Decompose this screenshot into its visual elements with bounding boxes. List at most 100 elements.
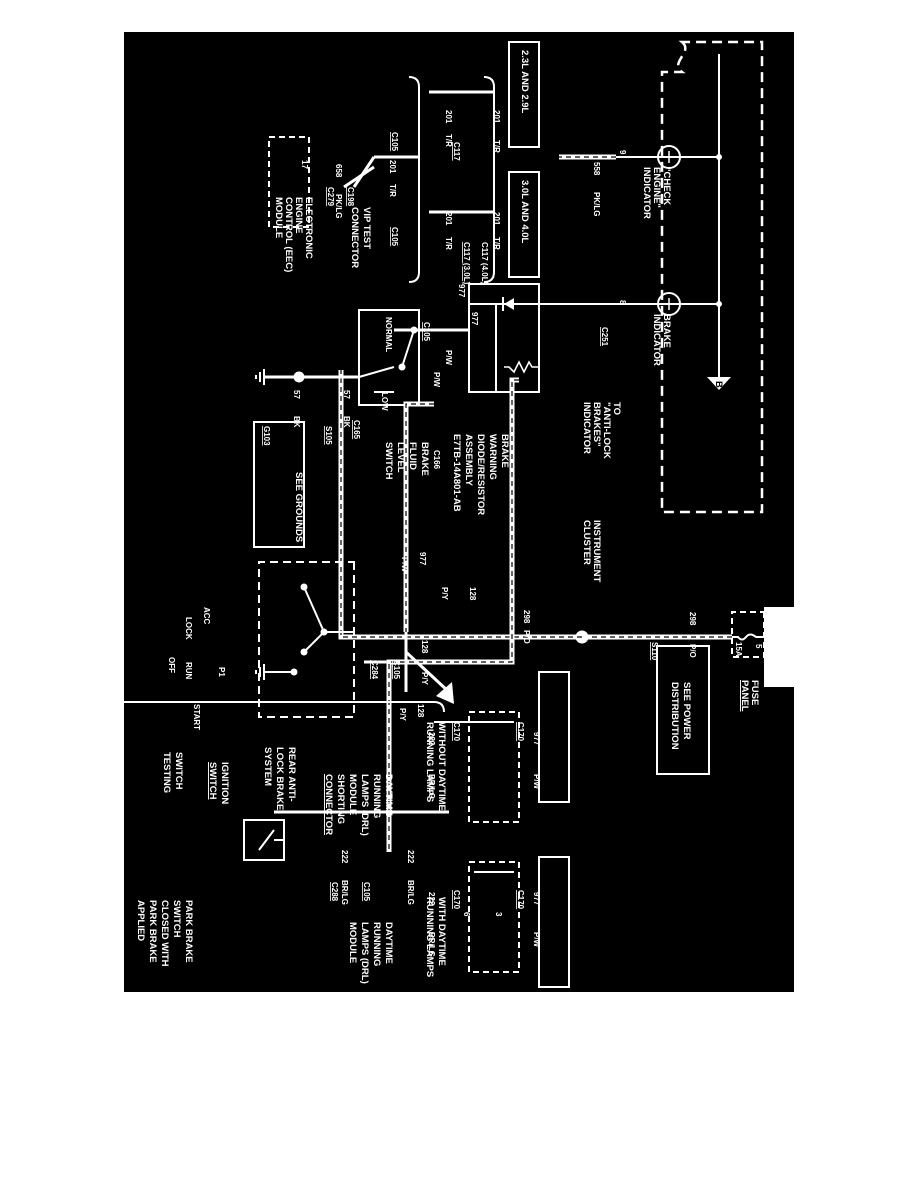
with-drl-box (538, 856, 570, 988)
brake-indicator-label-2: INDICATOR (651, 314, 662, 366)
brake-lamp-icon (657, 292, 681, 316)
brake-warning-label-2: WARNING (487, 434, 498, 480)
drl-shorting-label-3: LAMPS (DRL) (359, 774, 370, 836)
wire-128-color-3: P/Y (398, 708, 407, 722)
ign-p1: P1 (217, 667, 226, 677)
brake-indicator-label: BRAKE (661, 314, 672, 348)
wire-977-number-5: 977 (532, 892, 541, 906)
instrument-cluster-label: INSTRUMENT (591, 520, 602, 582)
brake-warning-assembly-box (468, 283, 540, 393)
drl-shorting-label-6: CONNECTOR (323, 774, 334, 835)
wire-977-number-3: 977 (457, 284, 466, 298)
engine-2-3-label: 2.3L AND 2.9L (519, 50, 530, 114)
brake-fluid-switch-box (358, 309, 420, 406)
rear-abs-label-2: LOCK BRAKE (274, 747, 285, 810)
eec-module-label-4: MODULE (273, 197, 284, 238)
wire-128-py (403, 401, 434, 632)
fluid-switch-label: BRAKE (419, 442, 430, 476)
drl-module-label: DAYTIME (383, 922, 394, 964)
to-abs-label-2: "ANTI-LOCK (601, 402, 612, 459)
switch-testing-label-2: TESTING (161, 752, 172, 793)
see-power-distribution-box (656, 645, 710, 775)
wire-977-color-3: P/W (432, 372, 441, 388)
pin-6: 6 (462, 912, 471, 917)
park-brake-label-4: PARK BRAKE (147, 900, 158, 963)
wire-128-number: 128 (468, 587, 477, 601)
wire-57-number-2: 57 (292, 390, 301, 399)
c170-label-2: C170 (452, 722, 461, 742)
fluid-switch-label-2: FLUID (407, 442, 418, 470)
see-power-label-2: DISTRIBUTION (669, 682, 680, 750)
ground-g103-icon (255, 369, 265, 385)
check-engine-label: "CHECK (661, 167, 672, 205)
with-drl-label-2: RUNNING LAMPS (424, 897, 435, 977)
wire-222-color: BR/LG (406, 880, 415, 905)
c251-label: C251 (600, 327, 609, 347)
ign-acc: ACC (202, 607, 211, 625)
c166-label: C166 (432, 450, 441, 470)
wire-977-number: 977 (418, 552, 427, 566)
wire-977-color-5: P/W (532, 932, 541, 948)
fuse-icon (732, 633, 764, 641)
wire-977-color-4: P/W (532, 774, 541, 790)
wire-201-number-3: 201 (444, 212, 453, 226)
ign-off: OFF (167, 657, 176, 673)
wire-298-number-2: 298 (522, 610, 531, 624)
wire-201-color-3: T/R (444, 237, 453, 250)
instrument-cluster-label-2: CLUSTER (581, 520, 592, 565)
wire-128-color: P/Y (440, 587, 449, 601)
drl-module-outline (468, 861, 520, 973)
wire-658-number: 658 (334, 164, 343, 178)
wire-298-color: P/O (688, 644, 697, 658)
wire-201-number-2: 201 (492, 110, 501, 124)
vip-label: VIP TEST (361, 207, 372, 249)
c198-label: C198 (346, 187, 355, 207)
s110-label: S110 (650, 642, 659, 661)
diode-icon (504, 298, 514, 310)
eec-module-label-3: CONTROL (EEC) (283, 197, 294, 272)
check-engine-label-2: ENGINE" (651, 167, 662, 208)
wire-201-number-4: 201 (492, 212, 501, 226)
wire-222-color-2: BR/LG (340, 880, 349, 905)
s105-label: S105 (324, 426, 333, 445)
park-brake-label-2: SWITCH (171, 900, 182, 938)
wire-57-number: 57 (342, 390, 351, 399)
c170-label-3: C170 (516, 890, 525, 910)
without-drl-label-2: RUNNING LAMPS (424, 722, 435, 802)
with-drl-label: WITH DAYTIME (436, 897, 447, 966)
splice-s105 (293, 371, 305, 383)
engine-2-3-box (508, 41, 540, 148)
check-engine-label-3: INDICATOR (641, 167, 652, 219)
wire-298-number: 298 (688, 612, 697, 626)
wire-222-color-3: BR/LG (427, 774, 436, 799)
c117-30-label: C117 (3.0L) (462, 242, 471, 285)
without-drl-label: WITHOUT DAYTIME (436, 722, 447, 811)
drl-shorting-label-2: RUNNING (371, 774, 382, 818)
c288-label: C288 (330, 882, 339, 902)
eec-module-label-2: ENGINE (293, 197, 304, 233)
drl-shorting-connector-outline (468, 711, 520, 823)
see-grounds-box (253, 421, 305, 548)
park-brake-label: PARK BRAKE (183, 900, 194, 963)
c105-label-3: C105 (390, 227, 399, 247)
c105-label-5: C105 (362, 882, 371, 902)
see-grounds-label: SEE GROUNDS (293, 472, 304, 542)
drl-shorting-label: DAYTIME (383, 774, 394, 816)
wire-977-color: P/W (400, 557, 409, 573)
pin-17: 17 (300, 160, 309, 169)
c105-label: C105 (392, 660, 401, 680)
wire-201-color-4: T/R (492, 237, 501, 250)
instrument-cluster-outline (660, 40, 764, 514)
wire-977-number-2: 977 (470, 312, 479, 326)
pin-9: 9 (618, 150, 627, 155)
rear-abs-label: REAR ANTI- (286, 747, 297, 802)
wiring-diagram: HOT IN RUN FUSE PANEL 5 15A SEE POWER DI… (124, 32, 794, 992)
check-engine-lamp-icon (657, 145, 681, 169)
fuse-panel-label: FUSE (749, 680, 760, 705)
wire-128-number-3: 128 (416, 704, 425, 718)
wire-57-color-2: BK (292, 416, 301, 428)
c284-label: C284 (370, 660, 379, 680)
ignition-switch-label: IGNITION (219, 762, 230, 804)
c279-label: C279 (326, 187, 335, 207)
wire-222-number-2: 222 (340, 850, 349, 864)
